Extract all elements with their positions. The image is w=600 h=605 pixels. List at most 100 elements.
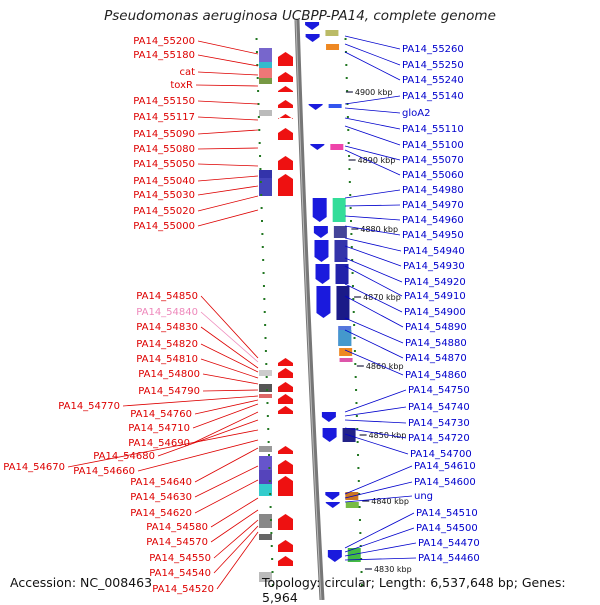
gene-label-left: PA14_54830 — [136, 322, 198, 333]
tick-dot — [255, 38, 258, 40]
gene-arrow — [322, 428, 337, 442]
leader-line — [197, 54, 259, 67]
gene-label-right: PA14_54970 — [402, 200, 464, 211]
gene-box — [339, 348, 353, 356]
leader-line — [197, 40, 259, 55]
tick-dot — [256, 64, 259, 66]
gene-label-right: PA14_54500 — [416, 523, 478, 534]
gene-label-right: PA14_54920 — [404, 277, 466, 288]
gene-label-left: PA14_55117 — [133, 112, 195, 123]
gene-label-left: PA14_54820 — [136, 339, 198, 350]
leader-line — [344, 542, 417, 557]
tick-dot — [348, 168, 351, 170]
gene-arrow — [315, 264, 330, 284]
gene-box — [259, 62, 272, 68]
tick-dot — [353, 337, 356, 339]
tick-dot — [270, 532, 273, 534]
leader-line — [157, 419, 259, 457]
tick-dot — [261, 233, 264, 235]
gene-arrow — [321, 412, 336, 422]
genome-ring — [294, 19, 325, 600]
leader-line — [197, 71, 259, 76]
leader-line — [202, 373, 259, 385]
tick-dot — [354, 363, 357, 365]
gene-arrow — [313, 226, 328, 238]
gene-label-left: PA14_55020 — [133, 206, 195, 217]
leader-line — [344, 512, 415, 549]
gene-arrow — [278, 128, 293, 140]
gene-label-left: PA14_54680 — [93, 451, 155, 462]
gene-box — [345, 502, 359, 508]
gene-label-right: PA14_54740 — [408, 402, 470, 413]
gene-label-left: PA14_54850 — [136, 291, 198, 302]
leader-line — [194, 399, 259, 415]
tick-dot — [266, 415, 269, 417]
gene-label-left: PA14_54790 — [138, 386, 200, 397]
gene-box — [338, 330, 352, 346]
tick-dot — [263, 311, 266, 313]
tick-dot — [352, 311, 355, 313]
leader-line — [344, 245, 402, 267]
gene-label-left: PA14_54660 — [73, 466, 135, 477]
tick-dot — [356, 428, 359, 430]
leader-line — [200, 295, 259, 359]
gene-label-right: PA14_54890 — [405, 322, 467, 333]
gene-arrow — [278, 446, 293, 454]
tick-dot — [355, 389, 358, 391]
tick-dot — [360, 558, 363, 560]
gene-label-right: PA14_54980 — [402, 185, 464, 196]
tick-dot — [350, 246, 353, 248]
gene-label-left: PA14_54580 — [146, 522, 208, 533]
leader-line — [344, 257, 403, 283]
gene-arrow — [278, 460, 293, 474]
gene-arrow — [312, 198, 327, 222]
gene-labels: PA14_55200PA14_55180cattoxRPA14_55150PA1… — [3, 36, 480, 595]
tick-dot — [259, 181, 262, 183]
gene-box — [259, 384, 272, 392]
tick-dot — [263, 298, 266, 300]
tick-dot — [350, 220, 352, 222]
gene-box — [330, 144, 344, 150]
tick-dot — [357, 480, 360, 482]
gene-box — [259, 48, 272, 62]
tick-dot — [360, 584, 363, 586]
gene-label-right: PA14_55250 — [402, 60, 464, 71]
leader-line — [197, 175, 259, 182]
tick-dot — [264, 324, 267, 326]
tick-dot — [355, 402, 358, 404]
leader-line — [197, 163, 259, 167]
gene-arrow — [278, 394, 293, 404]
gene-box — [347, 548, 361, 562]
kbp-label: 4860 kbp — [366, 362, 404, 371]
gene-box — [259, 534, 272, 540]
gene-label-left: cat — [179, 67, 195, 78]
leader-line — [344, 295, 404, 328]
map-title: Pseudomonas aeruginosa UCBPP-PA14, compl… — [104, 8, 496, 24]
leader-line — [344, 427, 407, 439]
leader-line — [194, 479, 259, 514]
gene-box — [259, 446, 272, 452]
tick-dot — [359, 532, 362, 534]
tick-dot — [262, 272, 265, 274]
leader-line — [344, 349, 404, 376]
tick-dot — [271, 584, 274, 586]
gene-label-right: PA14_55110 — [402, 124, 464, 135]
leader-line — [344, 145, 401, 161]
gene-arrow — [278, 52, 293, 66]
tick-dot — [262, 259, 265, 261]
leader-line — [344, 125, 401, 146]
gene-label-right: PA14_54600 — [414, 477, 476, 488]
tick-dot — [359, 545, 362, 547]
tick-dot — [348, 181, 351, 183]
tick-dot — [262, 285, 265, 287]
gene-arrow — [278, 514, 293, 530]
tick-dot — [259, 155, 262, 157]
leader-line — [200, 358, 259, 379]
leader-line — [197, 185, 259, 196]
gene-arrow — [278, 406, 293, 414]
gene-label-right: PA14_54930 — [403, 261, 465, 272]
topology-text: Topology: circular; Length: 6,537,648 bp… — [262, 575, 566, 605]
tick-dot — [354, 376, 357, 378]
leader-line — [137, 439, 259, 472]
gene-label-right: PA14_54900 — [404, 307, 466, 318]
